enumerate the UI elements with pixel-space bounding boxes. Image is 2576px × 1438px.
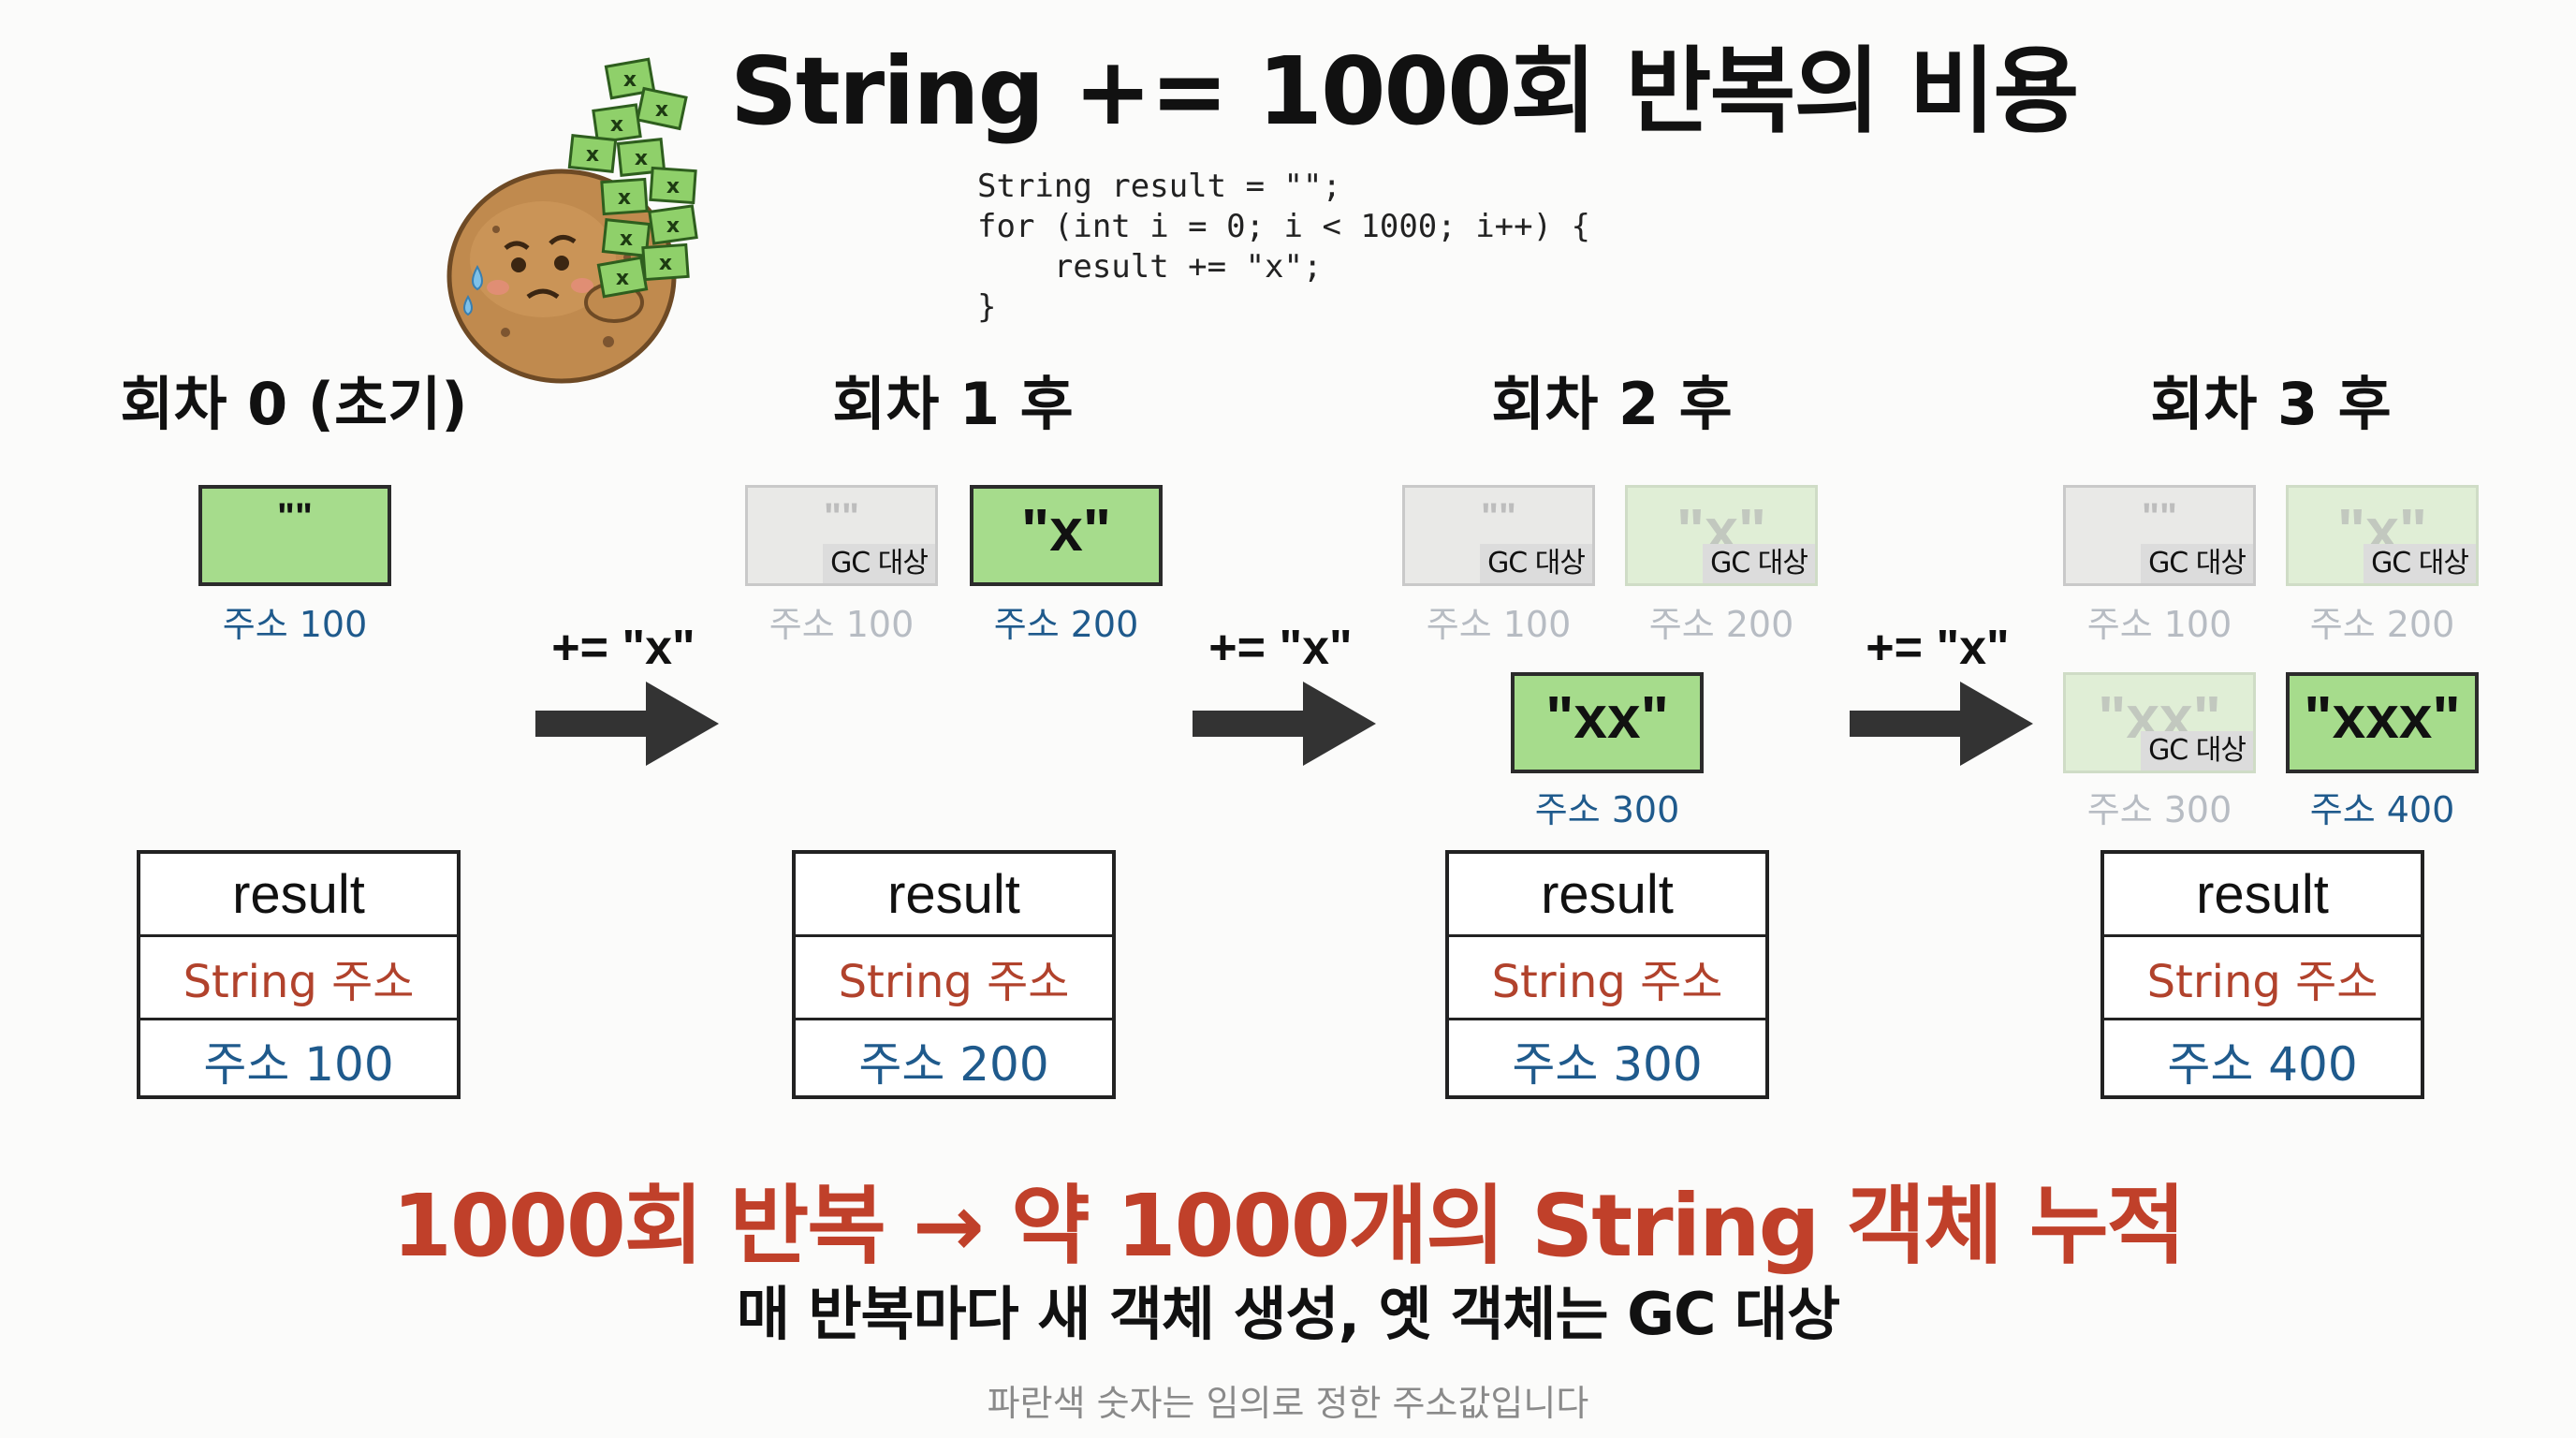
footnote: 파란색 숫자는 임의로 정한 주소값입니다 bbox=[987, 1383, 1589, 1424]
object-address: 주소 100 bbox=[1426, 604, 1572, 645]
string-object-x-collected: "x" GC 대상 bbox=[2286, 485, 2479, 586]
result-address: 주소 100 bbox=[140, 1018, 457, 1101]
string-object-xx-collected: "xx" GC 대상 bbox=[2063, 672, 2256, 773]
summary-headline: 1000회 반복 → 약 1000개의 String 객체 누적 bbox=[391, 1176, 2186, 1276]
result-name: result bbox=[1541, 863, 1674, 925]
result-variable-table: result String 주소 주소 300 bbox=[1445, 850, 1769, 1099]
step-1-title: 회차 1 후 bbox=[832, 370, 1074, 438]
object-address: 주소 100 bbox=[768, 604, 915, 645]
result-type: String 주소 bbox=[1449, 934, 1765, 1018]
svg-text:x: x bbox=[620, 227, 633, 251]
string-object-empty: "" bbox=[198, 485, 391, 586]
object-value: "" bbox=[824, 495, 859, 537]
string-object-empty-collected: "" GC 대상 bbox=[745, 485, 938, 586]
string-object-xxx: "xxx" bbox=[2286, 672, 2479, 773]
object-value: "x" bbox=[1020, 496, 1112, 564]
code-snippet: String result = ""; for (int i = 0; i < … bbox=[977, 168, 1591, 326]
page-title: String += 1000회 반복의 비용 bbox=[730, 37, 2079, 146]
object-address: 주소 400 bbox=[2309, 789, 2455, 830]
operation-label: += "x" bbox=[1866, 621, 2010, 675]
svg-text:x: x bbox=[655, 98, 668, 122]
result-variable-table: result String 주소 주소 400 bbox=[2100, 850, 2424, 1099]
result-name: result bbox=[2196, 863, 2329, 925]
svg-text:x: x bbox=[616, 267, 629, 290]
result-variable-table: result String 주소 주소 200 bbox=[792, 850, 1116, 1099]
summary-subline: 매 반복마다 새 객체 생성, 옛 객체는 GC 대상 bbox=[736, 1280, 1840, 1348]
svg-text:x: x bbox=[586, 143, 599, 167]
object-value: "" bbox=[2142, 495, 2177, 537]
string-object-xx: "xx" bbox=[1511, 672, 1704, 773]
result-variable-table: result String 주소 주소 100 bbox=[137, 850, 461, 1099]
gc-target-badge: GC 대상 bbox=[1480, 544, 1592, 583]
svg-text:x: x bbox=[659, 252, 672, 275]
object-value: "" bbox=[1481, 495, 1516, 537]
object-address: 주소 300 bbox=[1534, 789, 1680, 830]
object-value: "" bbox=[277, 495, 313, 537]
gc-target-badge: GC 대상 bbox=[823, 544, 935, 583]
result-type: String 주소 bbox=[796, 934, 1112, 1018]
step-2-title: 회차 2 후 bbox=[1491, 370, 1733, 438]
svg-text:x: x bbox=[666, 175, 680, 198]
step-0-title: 회차 0 (초기) bbox=[120, 370, 468, 438]
gc-target-badge: GC 대상 bbox=[2141, 731, 2253, 770]
object-address: 주소 200 bbox=[2309, 604, 2455, 645]
string-object-x-collected: "x" GC 대상 bbox=[1625, 485, 1818, 586]
result-address: 주소 400 bbox=[2104, 1018, 2421, 1101]
result-address: 주소 300 bbox=[1449, 1018, 1765, 1101]
gc-target-badge: GC 대상 bbox=[1703, 544, 1815, 583]
operation-label: += "x" bbox=[1208, 621, 1353, 675]
result-name: result bbox=[232, 863, 365, 925]
step-3-title: 회차 3 후 bbox=[2150, 370, 2392, 438]
object-address: 주소 200 bbox=[1648, 604, 1794, 645]
result-type: String 주소 bbox=[2104, 934, 2421, 1018]
gc-target-badge: GC 대상 bbox=[2364, 544, 2476, 583]
arrow-right-icon bbox=[1850, 682, 2033, 766]
result-address: 주소 200 bbox=[796, 1018, 1112, 1101]
object-address: 주소 100 bbox=[2086, 604, 2232, 645]
arrow-right-icon bbox=[535, 682, 719, 766]
object-address: 주소 300 bbox=[2086, 789, 2232, 830]
operation-label: += "x" bbox=[551, 621, 695, 675]
result-type: String 주소 bbox=[140, 934, 457, 1018]
object-address: 주소 200 bbox=[993, 604, 1139, 645]
svg-text:x: x bbox=[610, 113, 623, 137]
gc-target-badge: GC 대상 bbox=[2141, 544, 2253, 583]
object-value: "xx" bbox=[1545, 683, 1669, 751]
svg-text:x: x bbox=[635, 147, 648, 170]
svg-text:x: x bbox=[618, 186, 631, 210]
svg-text:x: x bbox=[623, 68, 637, 92]
svg-text:x: x bbox=[666, 214, 680, 238]
result-name: result bbox=[887, 863, 1020, 925]
string-object-x: "x" bbox=[970, 485, 1163, 586]
string-object-empty-collected: "" GC 대상 bbox=[2063, 485, 2256, 586]
object-value: "xxx" bbox=[2304, 683, 2461, 751]
object-address: 주소 100 bbox=[222, 604, 368, 645]
arrow-right-icon bbox=[1193, 682, 1376, 766]
string-object-empty-collected: "" GC 대상 bbox=[1402, 485, 1595, 586]
